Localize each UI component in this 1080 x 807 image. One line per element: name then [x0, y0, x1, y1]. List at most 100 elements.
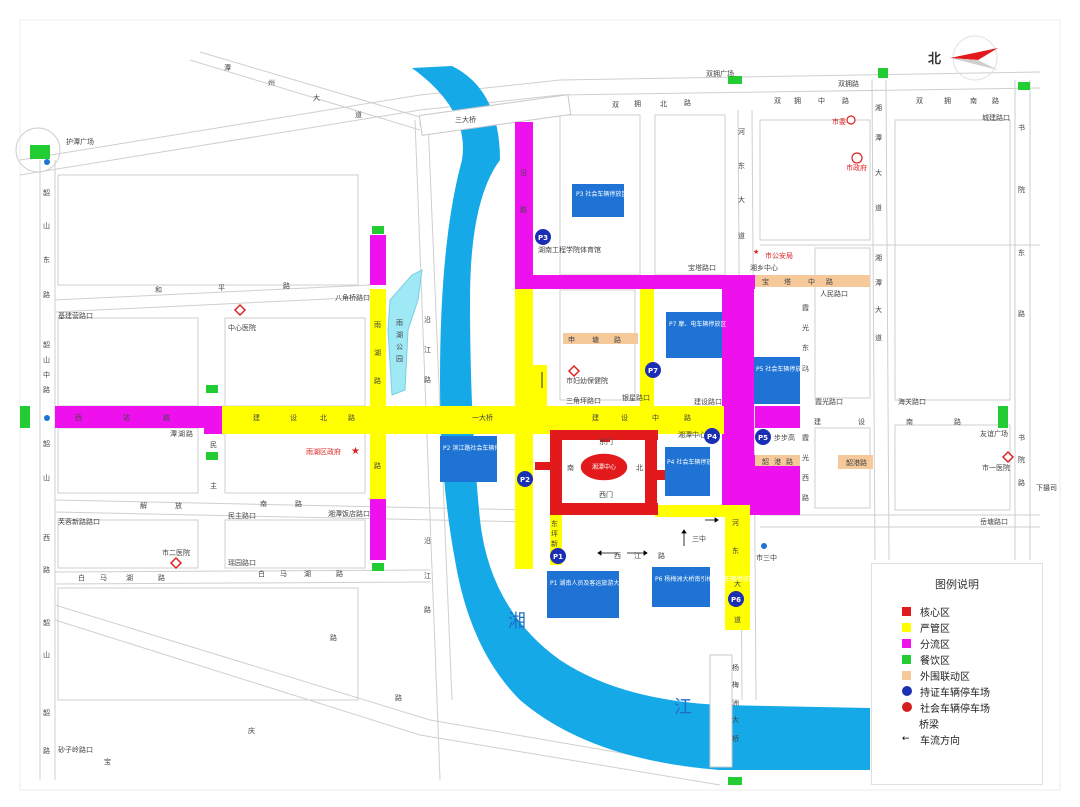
svg-text:路: 路 [424, 605, 431, 614]
legend-label: 外围联动区 [920, 671, 970, 683]
callout-p6 [652, 567, 710, 607]
svg-text:西: 西 [43, 534, 50, 542]
strict-zone [640, 289, 654, 409]
svg-text:北: 北 [320, 414, 327, 422]
svg-text:雨: 雨 [396, 319, 403, 327]
svg-text:人民路口: 人民路口 [820, 289, 848, 298]
svg-text:港: 港 [774, 457, 781, 466]
svg-text:大: 大 [875, 168, 882, 177]
svg-text:院: 院 [1018, 185, 1025, 194]
core-label: 湘潭中心 [592, 463, 616, 471]
svg-text:霞: 霞 [802, 434, 809, 442]
svg-text:P5: P5 [758, 434, 768, 442]
svg-text:马: 马 [100, 574, 107, 582]
dining-zones [20, 68, 1030, 785]
traffic-arrows [541, 372, 719, 556]
strict-zone [725, 505, 750, 630]
svg-text:P3 社会车辆停放区: P3 社会车辆停放区 [576, 190, 627, 198]
svg-text:韶港路: 韶港路 [846, 458, 867, 467]
svg-text:庆: 庆 [248, 726, 255, 735]
svg-text:西: 西 [802, 474, 809, 482]
landmark-icons: ★ ★ [169, 115, 1015, 570]
svg-text:双: 双 [916, 97, 923, 105]
svg-text:湘潭中心: 湘潭中心 [678, 430, 706, 439]
svg-text:韶: 韶 [43, 188, 50, 197]
svg-text:公: 公 [396, 343, 403, 351]
callout-p1 [547, 571, 619, 618]
svg-text:西门: 西门 [599, 490, 613, 499]
svg-text:市政府: 市政府 [846, 163, 867, 172]
svg-text:塘: 塘 [592, 335, 599, 344]
svg-text:中: 中 [818, 96, 825, 105]
legend-item: 餐饮区 [902, 652, 950, 667]
svg-text:中: 中 [652, 413, 659, 422]
svg-text:路: 路 [43, 385, 50, 394]
svg-text:韶: 韶 [43, 708, 50, 717]
svg-text:设: 设 [621, 413, 628, 422]
svg-text:东: 东 [551, 519, 558, 528]
svg-text:路: 路 [842, 96, 849, 105]
svg-text:道: 道 [355, 110, 362, 119]
legend-label: 餐饮区 [920, 655, 950, 667]
river-label-xiang: 湘 [508, 611, 526, 632]
svg-text:建: 建 [253, 413, 260, 422]
svg-text:建: 建 [814, 417, 821, 426]
svg-text:杨: 杨 [732, 663, 739, 672]
svg-text:南: 南 [260, 499, 267, 508]
svg-text:站: 站 [123, 413, 130, 422]
svg-text:★: ★ [753, 248, 759, 256]
svg-text:西: 西 [75, 414, 82, 422]
svg-text:芙蓉新路路口: 芙蓉新路路口 [58, 517, 100, 526]
svg-text:三中: 三中 [692, 534, 706, 543]
svg-text:设: 设 [290, 413, 297, 422]
svg-text:路: 路 [336, 569, 343, 578]
diversion-zone [755, 406, 800, 428]
svg-text:P2: P2 [520, 476, 530, 484]
diversion-zone [55, 406, 223, 428]
svg-text:路: 路 [395, 693, 402, 702]
legend-dot-icon [902, 702, 912, 712]
diversion-zone [515, 122, 533, 290]
svg-text:拥: 拥 [794, 96, 801, 105]
svg-text:下摄司: 下摄司 [1036, 483, 1057, 492]
svg-text:银星路口: 银星路口 [622, 393, 650, 402]
north-arrow [950, 35, 998, 81]
svg-text:拥: 拥 [634, 99, 641, 108]
svg-text:湘: 湘 [875, 253, 882, 262]
svg-text:湖: 湖 [396, 330, 403, 339]
svg-text:P1: P1 [553, 553, 563, 561]
svg-text:山: 山 [43, 221, 50, 230]
svg-text:★: ★ [351, 446, 360, 457]
svg-text:路: 路 [520, 205, 527, 214]
svg-text:江: 江 [424, 572, 431, 580]
svg-text:霞光路口: 霞光路口 [815, 397, 843, 406]
legend-swatch [902, 606, 911, 616]
svg-text:东: 东 [1018, 248, 1025, 257]
svg-text:三角坪路口: 三角坪路口 [566, 396, 601, 405]
svg-text:P4 社会车辆停放区: P4 社会车辆停放区 [667, 458, 718, 466]
svg-text:湖南工程学院体育馆: 湖南工程学院体育馆 [538, 245, 601, 254]
svg-text:西: 西 [614, 552, 621, 560]
svg-text:湘乡中心: 湘乡中心 [750, 263, 778, 272]
legend-label: 社会车辆停车场 [920, 703, 990, 715]
arrow-left-icon: ← [902, 734, 910, 744]
svg-text:白: 白 [78, 573, 85, 582]
svg-text:民: 民 [210, 441, 217, 449]
svg-text:路: 路 [158, 573, 165, 582]
svg-text:湖: 湖 [126, 573, 133, 582]
svg-text:城建路口: 城建路口 [982, 113, 1010, 122]
legend-label: 持证车辆停车场 [920, 687, 990, 699]
svg-text:P4: P4 [707, 433, 717, 441]
legend-label: 核心区 [920, 607, 950, 619]
callout-p5 [754, 357, 800, 404]
svg-text:步步高: 步步高 [774, 433, 795, 442]
svg-text:路: 路 [802, 364, 809, 373]
svg-text:潭: 潭 [875, 278, 882, 287]
svg-text:沿: 沿 [424, 536, 431, 545]
legend-swatch [902, 622, 911, 632]
svg-text:路: 路 [43, 290, 50, 299]
svg-text:路: 路 [1018, 309, 1025, 318]
svg-text:白: 白 [258, 569, 265, 578]
svg-text:平: 平 [218, 284, 225, 292]
